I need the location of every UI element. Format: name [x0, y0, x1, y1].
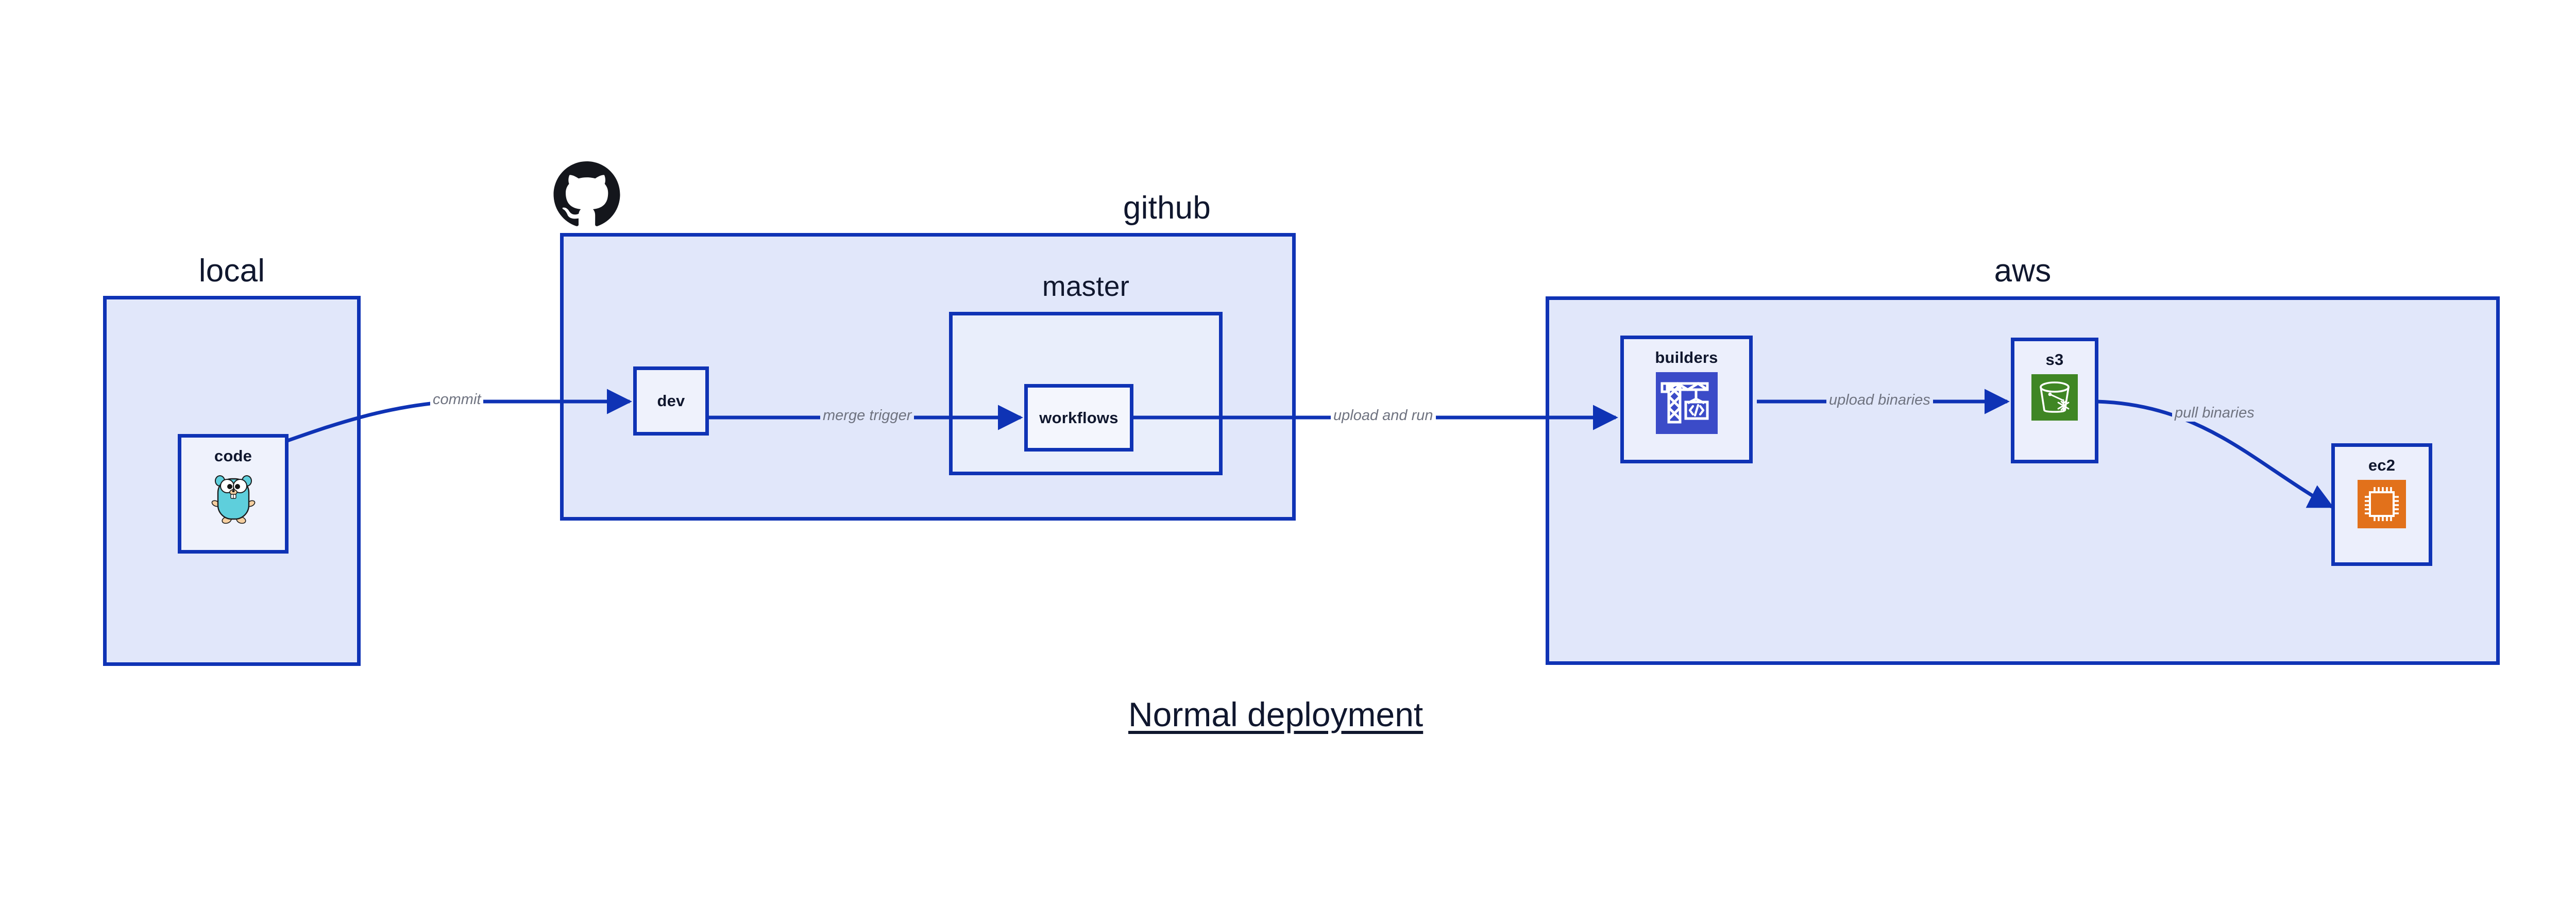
edge-pull-binaries-path — [2096, 399, 2334, 509]
node-ec2[interactable]: ec2 — [2331, 443, 2432, 566]
aws-ec2-chip-icon — [2358, 480, 2406, 531]
edge-label-upload-binaries: upload binaries — [1826, 392, 1933, 409]
group-label-aws: aws — [1994, 253, 2052, 289]
node-label-builders: builders — [1655, 348, 1718, 366]
node-builders[interactable]: builders — [1620, 336, 1753, 463]
node-label-dev: dev — [657, 392, 685, 410]
edge-label-pull-binaries: pull binaries — [2172, 405, 2257, 422]
node-dev[interactable]: dev — [633, 366, 709, 436]
edge-label-upload-and-run: upload and run — [1331, 407, 1436, 424]
node-workflows[interactable]: workflows — [1024, 384, 1133, 452]
node-code[interactable]: code — [178, 434, 289, 554]
edge-label-commit: commit — [430, 391, 484, 408]
node-s3[interactable]: s3 — [2011, 338, 2098, 463]
group-label-local: local — [198, 253, 265, 289]
node-label-code: code — [214, 447, 252, 465]
aws-s3-bucket-icon — [2031, 374, 2078, 423]
node-label-ec2: ec2 — [2368, 456, 2396, 474]
github-octocat-icon — [553, 161, 621, 228]
node-label-s3: s3 — [2045, 350, 2064, 369]
edge-label-merge-trigger: merge trigger — [820, 407, 914, 424]
group-label-master: master — [1042, 270, 1130, 302]
node-label-workflows: workflows — [1039, 408, 1118, 427]
group-label-github: github — [1123, 190, 1211, 226]
go-gopher-icon — [211, 471, 256, 527]
edge-commit-path — [232, 389, 632, 461]
diagram-title: Normal deployment — [1128, 695, 1423, 733]
aws-builders-crane-icon — [1655, 372, 1718, 437]
